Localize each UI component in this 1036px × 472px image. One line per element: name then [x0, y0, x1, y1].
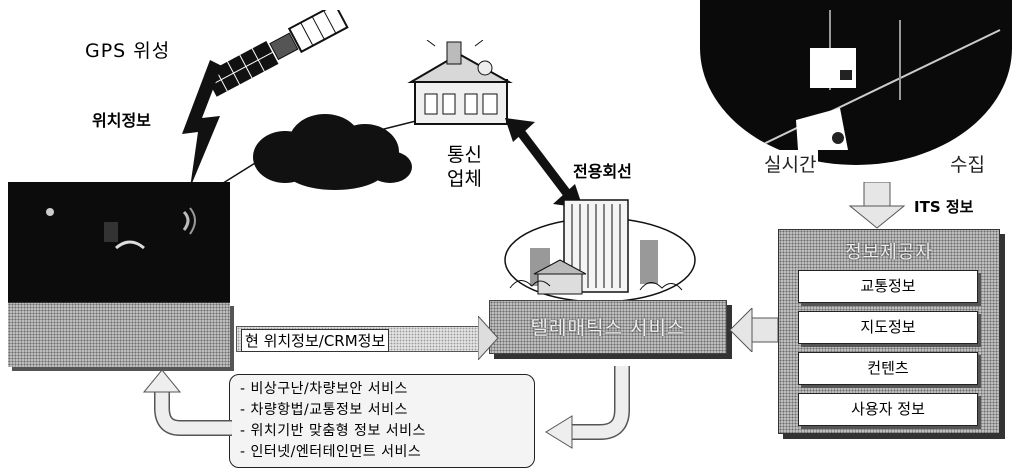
- info-item-traffic: 교통정보: [798, 270, 978, 303]
- provider-to-center-arrow-icon: [729, 308, 778, 352]
- location-info-label: 위치정보: [92, 111, 151, 130]
- service-item: - 차량항법/교통정보 서비스: [240, 402, 408, 418]
- telematics-center-icon: [504, 199, 696, 303]
- service-item: - 비상구난/차량보안 서비스: [240, 381, 408, 397]
- telecom-building-icon: [407, 40, 513, 125]
- telematics-service-label: 텔레매틱스 서비스: [530, 317, 686, 339]
- its-info-label: ITS 정보: [914, 198, 974, 216]
- link-lines: [220, 119, 420, 186]
- service-item: - 인터넷/엔터테인먼트 서비스: [240, 444, 422, 460]
- network-cloud-icon: [253, 114, 412, 190]
- info-item-contents: 컨텐츠: [798, 352, 978, 385]
- telematics-service-box: 텔레매틱스 서비스: [489, 300, 727, 354]
- realtime-collect-label-left: 실시간: [762, 150, 819, 177]
- location-crm-arrowhead-icon: [478, 316, 499, 360]
- center-to-services-arrow-icon: [545, 366, 630, 449]
- info-provider-title: 정보제공자: [845, 242, 933, 263]
- location-crm-arrow: 현 위치정보/CRM정보: [236, 326, 482, 352]
- service-item: - 위치기반 맞춤형 정보 서비스: [240, 423, 426, 439]
- in-vehicle-terminal-image: [8, 182, 230, 302]
- telecom-company-label: 통신 업체: [447, 144, 482, 190]
- realtime-collect-label-right: 수집: [948, 150, 987, 177]
- location-crm-label: 현 위치정보/CRM정보: [241, 329, 390, 352]
- services-to-terminal-arrow-icon: [142, 369, 232, 436]
- dedicated-line-label: 전용회선: [573, 162, 632, 181]
- realtime-traffic-image: [700, 0, 1012, 165]
- its-info-arrow-icon: [848, 182, 906, 229]
- services-list-box: - 비상구난/차량보안 서비스 - 차량항법/교통정보 서비스 - 위치기반 맞…: [229, 374, 535, 468]
- gps-satellite-label: GPS 위성: [85, 40, 171, 62]
- gps-satellite-icon: [204, 10, 349, 97]
- signal-bolt-icon: [182, 60, 222, 188]
- terminal-base: [8, 302, 230, 367]
- info-item-map: 지도정보: [798, 311, 978, 344]
- info-item-user: 사용자 정보: [798, 393, 978, 426]
